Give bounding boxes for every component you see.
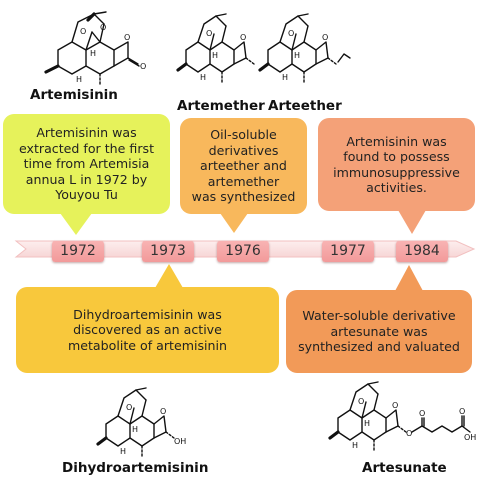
atom-o: O <box>80 27 86 36</box>
atom-h: H <box>364 419 370 428</box>
event-1984-pointer <box>395 265 423 291</box>
atom-o: O <box>419 409 425 418</box>
atom-h: H <box>294 51 300 60</box>
atom-h: H <box>212 51 218 60</box>
artemisinin-structure: O O O O H H <box>44 11 146 87</box>
atom-o: O <box>392 401 398 410</box>
artemether-label: Artemether <box>177 98 265 114</box>
atom-o: O <box>288 29 294 38</box>
atom-h: H <box>76 75 82 84</box>
event-1977-pointer <box>398 210 426 234</box>
atom-o: O <box>126 403 132 412</box>
event-1972-text: Artemisinin was extracted for the first … <box>18 125 155 203</box>
atom-h: H <box>282 73 288 82</box>
atom-o: O <box>406 429 412 438</box>
arteether-label: Arteether <box>268 98 342 114</box>
dihydroartemisinin-label: Dihydroartemisinin <box>62 460 209 476</box>
atom-o: O <box>160 407 166 416</box>
atom-o: O <box>358 397 364 406</box>
artemisinin-label: Artemisinin <box>30 87 118 103</box>
atom-oh: OH <box>174 437 186 446</box>
atom-h: H <box>132 425 138 434</box>
artemether-structure: O O H H <box>176 13 255 83</box>
event-1976-callout: Oil-soluble derivatives arteether and ar… <box>180 118 307 214</box>
year-1976: 1976 <box>217 241 269 262</box>
atom-h: H <box>200 73 206 82</box>
event-1972-callout: Artemisinin was extracted for the first … <box>3 114 170 214</box>
atom-h: H <box>120 447 126 456</box>
artesunate-structure: O O H H O O O OH <box>328 381 476 451</box>
year-1977: 1977 <box>322 241 374 262</box>
atom-h: H <box>90 49 96 58</box>
event-1977-text: Artemisinin was found to possess immunos… <box>333 133 460 196</box>
artesunate-label: Artesunate <box>362 460 447 476</box>
event-1977-callout: Artemisinin was found to possess immunos… <box>318 118 475 211</box>
year-1972: 1972 <box>52 241 104 262</box>
arteether-structure: O O H H <box>258 13 351 83</box>
year-1973: 1973 <box>142 241 194 262</box>
event-1972-pointer <box>60 213 92 235</box>
atom-o: O <box>206 29 212 38</box>
event-1984-text: Water-soluble derivative artesunate was … <box>298 308 460 355</box>
event-1976-pointer <box>220 213 248 233</box>
event-1973-text: Dihydroartemisinin was discovered as an … <box>67 306 228 353</box>
atom-oh: OH <box>464 433 476 442</box>
event-1976-text: Oil-soluble derivatives arteether and ar… <box>191 127 296 205</box>
event-1973-pointer <box>155 264 183 288</box>
atom-o: O <box>240 33 246 42</box>
atom-o: O <box>100 23 106 32</box>
event-1973-callout: Dihydroartemisinin was discovered as an … <box>16 287 279 373</box>
dihydroartemisinin-structure: O O H H OH <box>96 387 186 457</box>
atom-o: O <box>124 33 130 42</box>
atom-o: O <box>322 33 328 42</box>
event-1984-callout: Water-soluble derivative artesunate was … <box>286 290 472 373</box>
atom-o: O <box>459 407 465 416</box>
atom-o: O <box>140 62 146 71</box>
year-1984: 1984 <box>396 241 448 262</box>
atom-h: H <box>352 441 358 450</box>
